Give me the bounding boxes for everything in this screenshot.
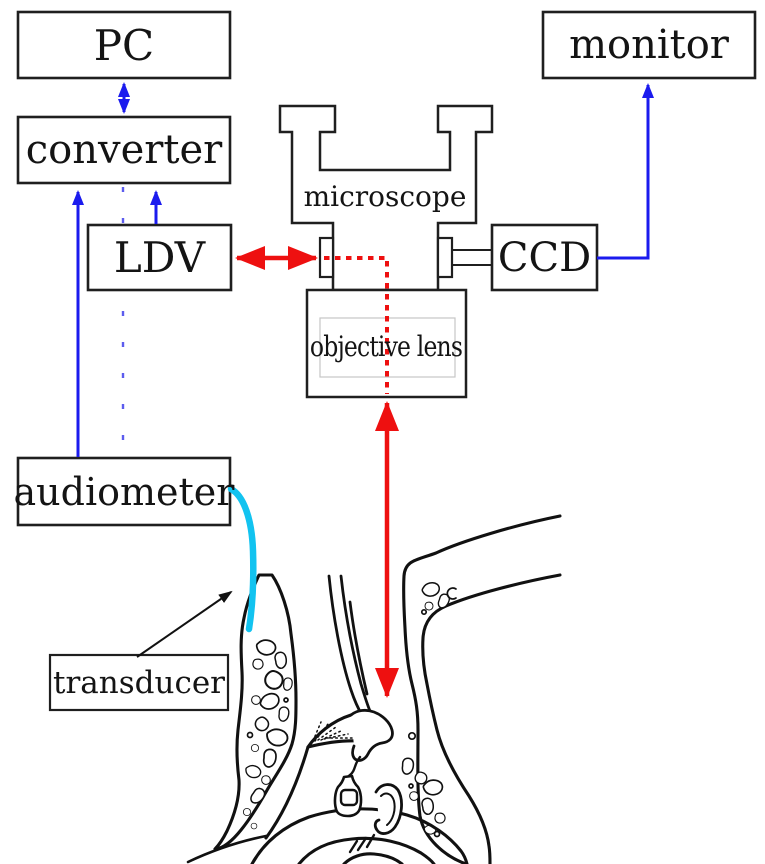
ear-anatomy-drawing (186, 514, 562, 864)
transducer-box (48, 653, 230, 712)
sound-tube (227, 485, 257, 633)
ccd-coupling-tube (452, 249, 493, 266)
c-squiggle (446, 587, 457, 600)
stapes-hole (339, 788, 359, 807)
eardrum-upper-edge (306, 713, 353, 749)
ldv-box (86, 223, 233, 292)
round-window-curl-inner (380, 792, 396, 826)
transducer-pointer-arrow (136, 590, 233, 658)
converter-box (16, 115, 232, 185)
ccd-monitor-arrow (597, 83, 654, 260)
hatch-ticks (348, 833, 376, 854)
incus-malleus-head (349, 708, 394, 762)
microscope-right-port (436, 236, 454, 279)
skin-cut-line (186, 834, 268, 864)
temporal-bone-outer-edge (402, 514, 562, 864)
pc-box (16, 10, 232, 80)
audiometer-box (16, 456, 232, 527)
round-window-curl (373, 783, 403, 835)
eardrum-lower-edge (264, 739, 361, 840)
cochlea-curves (250, 807, 469, 864)
ccd-box (490, 223, 599, 292)
ear-canal-wall-left (213, 573, 298, 851)
malleus-handle-lines (327, 574, 372, 717)
mastoid-cells-right (401, 580, 457, 838)
eardrum-fan-lines (312, 721, 353, 742)
monitor-box (541, 10, 757, 80)
mastoid-cells-left (242, 637, 293, 830)
